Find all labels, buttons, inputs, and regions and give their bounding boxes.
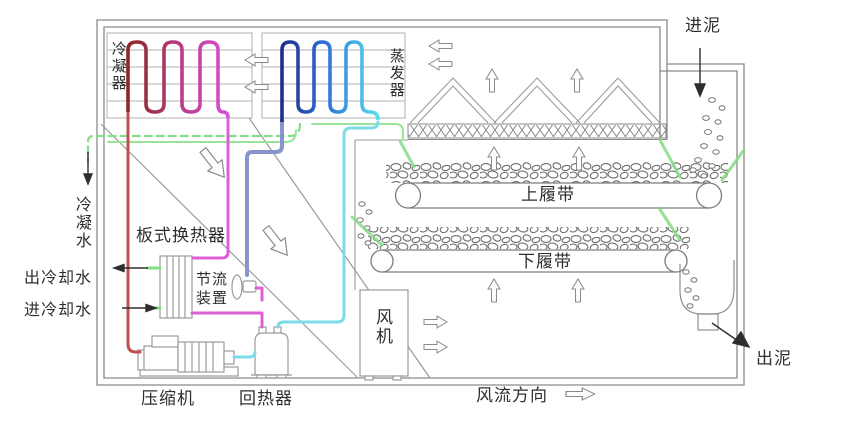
cooling-in-arrowhead xyxy=(145,303,159,313)
pipes xyxy=(86,108,404,359)
lower-belt xyxy=(370,249,688,273)
throttle-valve xyxy=(231,274,257,300)
red-pipe xyxy=(126,108,142,354)
evaporator-box xyxy=(261,32,406,119)
machine-frame xyxy=(96,19,745,386)
magenta-pipe-b xyxy=(190,311,264,329)
sludge-outlet-label: 出泥 xyxy=(756,349,792,368)
cyan-pipe xyxy=(276,120,380,329)
sludge-in-arrowhead xyxy=(693,83,707,98)
compressor-label: 压缩机 xyxy=(141,389,195,408)
lower-belt-sludge xyxy=(368,227,690,249)
magenta-pipe-a xyxy=(191,114,230,260)
cyan-pipe-compressor xyxy=(232,350,257,359)
sludge-inlet-label: 进泥 xyxy=(685,16,721,35)
mesh-screen xyxy=(407,123,667,140)
airflow-direction-label: 风流方向 xyxy=(476,386,548,405)
sludge-guides xyxy=(350,138,746,247)
cooling-water-in-label: 进冷却水 xyxy=(24,302,93,319)
throttle-label-1: 节流 xyxy=(196,271,229,288)
throttle-label-2: 装置 xyxy=(196,290,229,307)
chamber-drain-green xyxy=(311,123,404,141)
lower-belt-label: 下履带 xyxy=(518,252,572,271)
magenta-pipe-c xyxy=(254,286,264,302)
compressor xyxy=(137,335,239,377)
upper-belt-label: 上履带 xyxy=(521,185,575,204)
condensate-drain-solid xyxy=(107,129,297,143)
cooling-out-arrowhead xyxy=(111,263,125,273)
regenerator-label: 回热器 xyxy=(239,389,293,408)
fan-label: 风机 xyxy=(373,308,393,346)
condenser-label: 冷凝器 xyxy=(109,41,127,92)
discharge-hopper xyxy=(679,260,735,331)
cooling-water-out-label: 出冷却水 xyxy=(24,270,93,287)
plate-heat-exchanger xyxy=(159,255,193,319)
sludge-out-arrowhead xyxy=(731,330,751,349)
condenser-coil xyxy=(126,40,230,119)
condensate-label: 冷凝水 xyxy=(72,196,90,250)
fan-box xyxy=(359,289,409,381)
regenerator xyxy=(251,326,292,379)
evaporator-coil xyxy=(280,40,380,122)
black-arrows xyxy=(82,48,751,349)
bluegray-pipe xyxy=(245,118,284,277)
condensate-drain-dashed xyxy=(86,122,302,164)
plate-hx-label: 板式换热器 xyxy=(136,226,226,245)
tent-baffles xyxy=(409,77,661,124)
condenser-box xyxy=(106,32,253,119)
condensate-arrowhead xyxy=(82,173,94,186)
evaporator-label: 蒸发器 xyxy=(387,48,405,99)
upper-belt-sludge xyxy=(386,162,728,183)
upper-belt xyxy=(394,182,723,209)
